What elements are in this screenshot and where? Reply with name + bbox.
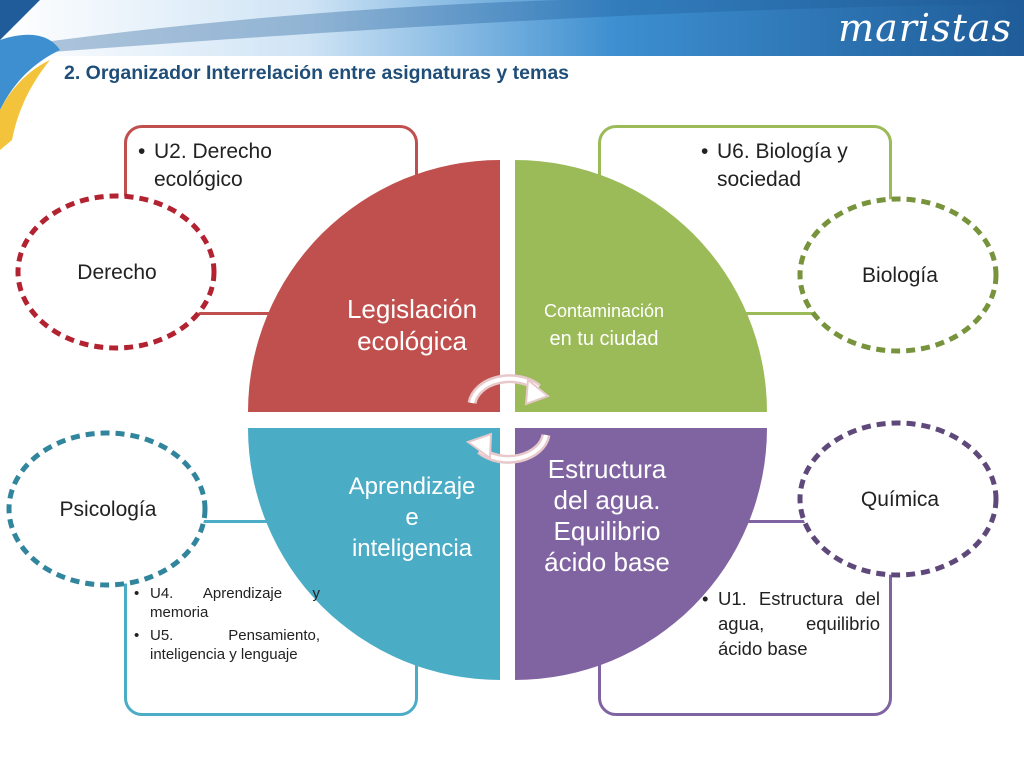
header-band bbox=[0, 0, 1024, 56]
units-list-derecho: U2. Derecho ecológico bbox=[138, 138, 303, 194]
quadrant-label-water: Estructura del agua. Equilibrio ácido ba… bbox=[527, 452, 687, 580]
quadrant-label-legislation: Legislación ecológica bbox=[322, 285, 502, 365]
quadrant-legislation bbox=[248, 160, 500, 412]
learning-line3: inteligencia bbox=[351, 534, 473, 562]
subject-quimica: Química bbox=[860, 488, 940, 511]
unit-item: U6. Biología y sociedad bbox=[701, 138, 876, 194]
cycle-arrows-icon bbox=[465, 374, 551, 464]
quadrant-contamination bbox=[515, 160, 767, 412]
subject-derecho: Derecho bbox=[77, 261, 157, 284]
unit-item: U5. Pensamiento, inteligencia y lenguaje bbox=[134, 626, 320, 664]
unit-item: U2. Derecho ecológico bbox=[138, 138, 303, 194]
learning-line2: e bbox=[405, 503, 419, 531]
quadrant-label-contamination: Contaminación en tu ciudad bbox=[522, 295, 686, 355]
dashed-circle-quimica bbox=[797, 420, 999, 578]
water-line3: Equilibrio bbox=[553, 516, 661, 546]
dashed-circle-psicologia bbox=[6, 430, 208, 588]
slide-title: 2. Organizador Interrelación entre asign… bbox=[64, 62, 570, 84]
contamination-line1: Contaminación bbox=[543, 301, 665, 321]
quadrant-water bbox=[515, 428, 767, 680]
subject-biologia: Biología bbox=[862, 264, 938, 287]
units-list-psicologia: U4. Aprendizaje y memoria U5. Pensamient… bbox=[134, 584, 320, 668]
quadrant-learning bbox=[248, 428, 500, 680]
unit-item: U4. Aprendizaje y memoria bbox=[134, 584, 320, 622]
water-line1: Estructura bbox=[547, 454, 667, 484]
legislation-line1: Legislación bbox=[346, 294, 478, 324]
water-line2: del agua. bbox=[553, 485, 661, 515]
dashed-circle-biologia bbox=[797, 196, 999, 354]
brand-logo: maristas bbox=[838, 6, 1012, 50]
subject-psicologia: Psicología bbox=[59, 498, 157, 521]
unit-item: U1. Estructura del agua, equilibrio ácid… bbox=[702, 586, 880, 661]
units-list-quimica: U1. Estructura del agua, equilibrio ácid… bbox=[702, 586, 880, 661]
water-line4: ácido base bbox=[544, 547, 670, 577]
legislation-line2: ecológica bbox=[357, 326, 467, 356]
learning-line1: Aprendizaje bbox=[348, 472, 476, 500]
contamination-line2: en tu ciudad bbox=[549, 328, 659, 350]
dashed-circle-derecho bbox=[15, 193, 217, 351]
units-list-biologia: U6. Biología y sociedad bbox=[701, 138, 876, 194]
quadrant-label-learning: Aprendizaje e inteligencia bbox=[330, 467, 494, 567]
